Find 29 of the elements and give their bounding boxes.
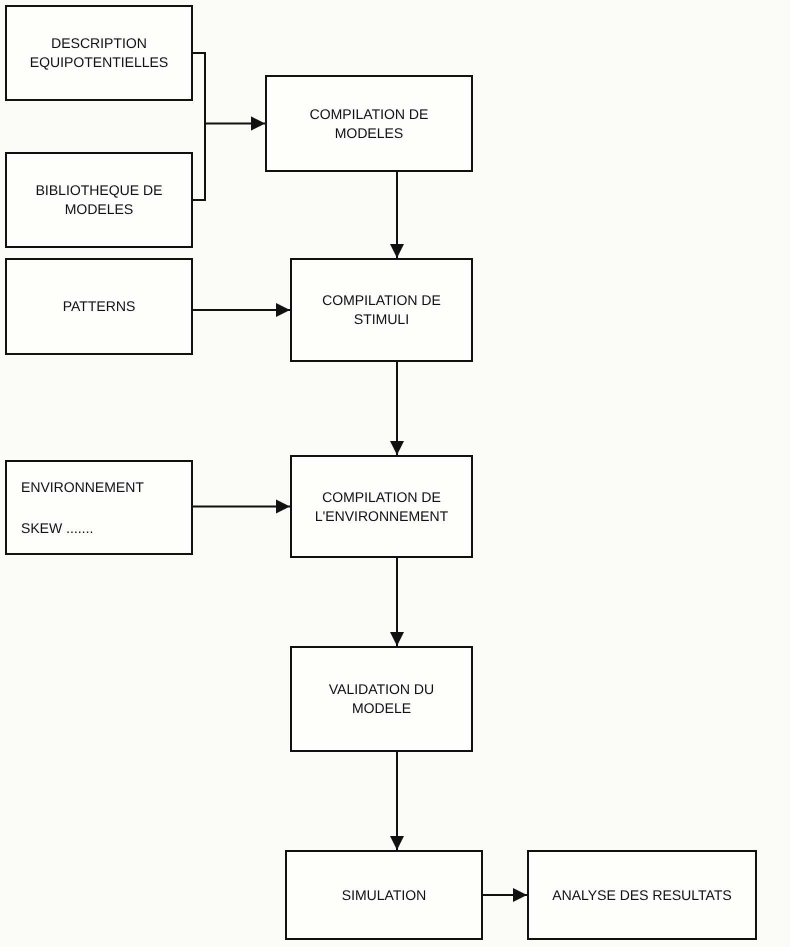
box-label: BIBLIOTHEQUE DE MODELES xyxy=(34,181,164,219)
box-label: ENVIRONNEMENT xyxy=(21,478,144,496)
arrow xyxy=(390,558,404,646)
box-label: DESCRIPTION EQUIPOTENTIELLES xyxy=(28,34,170,72)
box-label: VALIDATION DU MODELE xyxy=(328,680,436,718)
box-label: COMPILATION DE MODELES xyxy=(308,104,430,142)
process-box xyxy=(5,152,193,248)
box-label: SKEW ....... xyxy=(21,518,94,538)
box-label: ANALYSE DES RESULTATS xyxy=(552,886,732,904)
arrow xyxy=(193,500,290,514)
process-box xyxy=(265,75,473,172)
box-label: COMPILATION DE L'ENVIRONNEMENT xyxy=(314,488,450,526)
arrow xyxy=(390,752,404,850)
box-label: SIMULATION xyxy=(342,886,426,904)
process-box xyxy=(290,455,473,558)
arrow xyxy=(390,172,404,258)
arrow xyxy=(193,116,265,201)
process-box xyxy=(290,646,473,752)
process-box xyxy=(5,5,193,101)
process-box xyxy=(290,258,473,362)
process-box xyxy=(527,850,757,940)
box-label: PATTERNS xyxy=(62,297,136,316)
arrow xyxy=(483,888,527,902)
box-label: COMPILATION DE STIMULI xyxy=(321,291,442,329)
arrow xyxy=(193,303,290,317)
arrow xyxy=(390,362,404,455)
process-box xyxy=(5,460,193,555)
process-box xyxy=(285,850,483,940)
process-box xyxy=(5,258,193,355)
